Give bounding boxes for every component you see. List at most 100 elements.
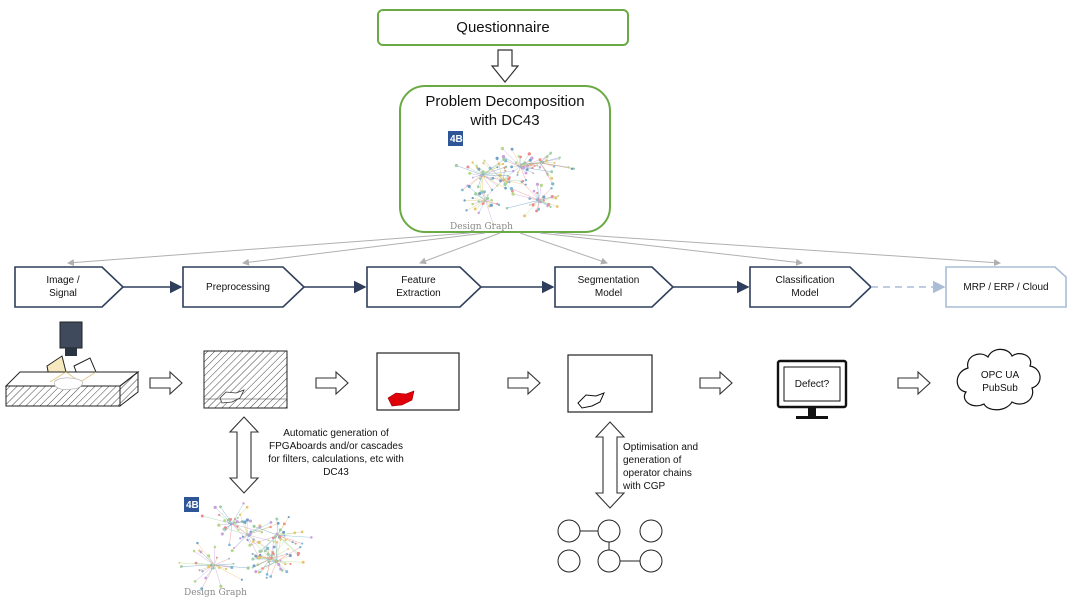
graph-edge: [239, 514, 248, 535]
graph-node: [553, 161, 556, 164]
graph-node: [251, 566, 254, 569]
badge-4b-label: 4B: [450, 134, 463, 145]
graph-edge: [540, 152, 551, 163]
graph-node: [229, 517, 233, 521]
graph-node: [505, 181, 509, 184]
graph-edge: [481, 159, 505, 176]
cgp-node: [557, 519, 581, 543]
graph-node: [285, 553, 289, 556]
graph-node: [218, 513, 221, 516]
monitor-icon: [776, 359, 848, 419]
graph-node: [510, 165, 514, 169]
badge-4b-icon: [448, 131, 463, 146]
vertical-double-arrow-cgp: [594, 421, 626, 509]
graph-node: [489, 178, 492, 181]
graph-node: [505, 206, 509, 210]
graph-node: [542, 199, 545, 202]
flow-arrows: [149, 370, 931, 396]
graph-node: [570, 167, 574, 171]
graph-node: [538, 158, 542, 162]
graph-node: [278, 528, 282, 532]
graph-node: [251, 540, 255, 543]
cgp-note: Optimisation and generation of operator …: [623, 442, 699, 492]
graph-node: [192, 549, 196, 553]
graph-node: [272, 540, 275, 543]
graph-node: [524, 171, 528, 175]
design-graph-bottom: 4B Design Graph: [178, 497, 313, 598]
graph-node: [246, 539, 249, 542]
graph-edge: [481, 174, 493, 190]
graph-node: [546, 205, 549, 208]
graph-node: [572, 167, 576, 170]
graph-node: [254, 554, 258, 558]
graph-node: [272, 553, 275, 556]
graph-edge: [214, 563, 234, 566]
graph-node: [213, 545, 217, 549]
graph-node: [265, 572, 269, 576]
graph-node: [535, 198, 538, 201]
pipeline-step-feature-extraction: [366, 266, 483, 308]
graph-node: [201, 570, 204, 573]
graph-edge: [506, 199, 540, 209]
graph-edge: [469, 174, 483, 187]
camera-workpiece-icon: [4, 321, 140, 408]
graph-node: [251, 552, 254, 556]
vertical-double-arrow-fpga: [228, 416, 260, 494]
graph-node: [275, 532, 278, 535]
graph-node: [272, 545, 276, 549]
graph-edge: [276, 539, 281, 562]
graph-node: [245, 518, 249, 522]
graph-node: [247, 534, 251, 537]
graph-node: [535, 182, 539, 186]
graph-node: [289, 562, 292, 566]
graph-edge: [229, 523, 233, 545]
graph-node: [230, 549, 234, 553]
graph-node: [463, 199, 466, 202]
output-box-label: MRP / ERP / Cloud: [963, 282, 1049, 293]
graph-edge: [481, 174, 484, 193]
graph-edge: [231, 534, 248, 551]
graph-node: [301, 542, 304, 545]
graph-node: [215, 556, 218, 559]
graph-edge: [478, 200, 486, 213]
graph-node: [535, 209, 539, 213]
graph-node: [496, 184, 499, 187]
graph-node: [538, 166, 542, 169]
questionnaire-label: Questionnaire: [456, 19, 550, 36]
graph-node: [261, 567, 264, 570]
graph-node: [282, 530, 286, 534]
graph-node: [467, 184, 471, 189]
right-arrow-icon: [507, 370, 541, 396]
graph-node: [471, 161, 474, 164]
graph-edge: [503, 156, 521, 168]
graph-edge: [479, 174, 483, 194]
cgp-node-graph-icon: [557, 519, 663, 573]
graph-node: [242, 502, 245, 505]
graph-edge: [502, 179, 526, 185]
graph-node: [259, 570, 262, 573]
graph-edge: [214, 564, 249, 569]
graph-edge: [485, 200, 494, 224]
graph-edge: [219, 514, 233, 524]
graph-node: [471, 202, 474, 206]
graph-node: [516, 171, 519, 174]
graph-edge: [472, 174, 483, 178]
graph-node: [524, 183, 527, 186]
graph-edge: [277, 534, 303, 544]
graph-edge: [520, 166, 527, 181]
graph-node: [239, 537, 242, 540]
graph-edge: [270, 558, 291, 565]
network-graph-icon-bottom: [178, 502, 313, 591]
graph-node: [260, 530, 264, 534]
graph-node: [528, 158, 532, 162]
graph-node: [492, 222, 495, 225]
graph-node: [501, 154, 506, 159]
graph-node: [490, 198, 493, 202]
graph-node: [217, 523, 221, 527]
graph-edge: [484, 191, 486, 201]
cloud-icon: [956, 348, 1041, 411]
